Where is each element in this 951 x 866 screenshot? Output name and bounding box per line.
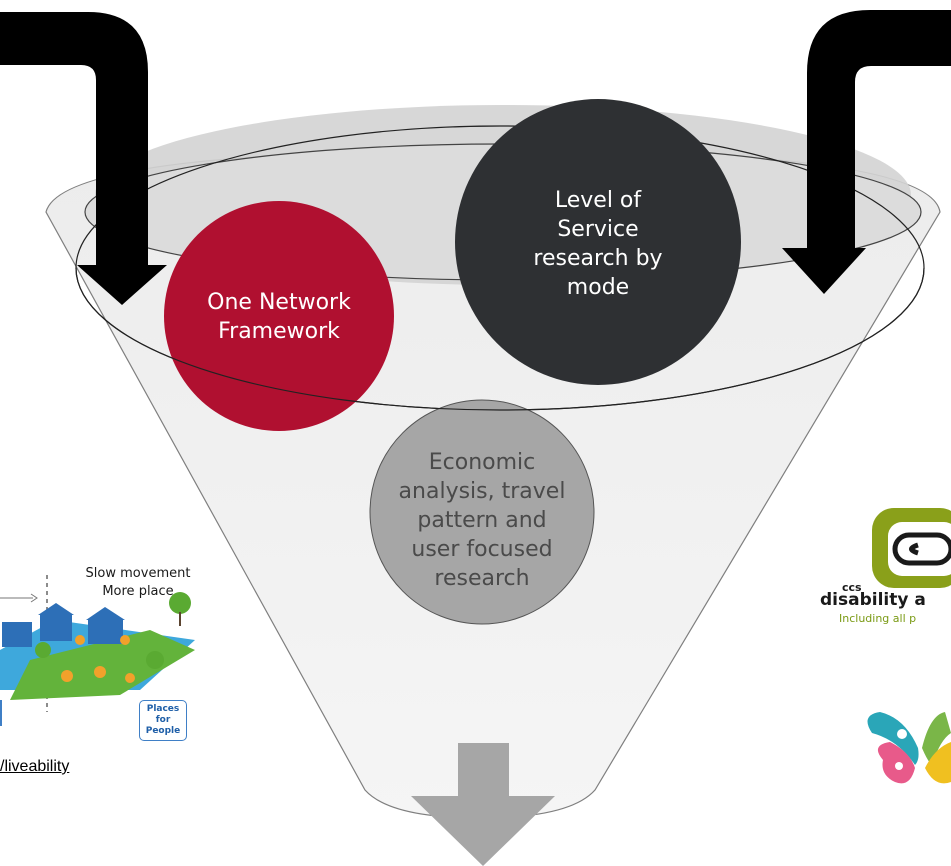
- left-card-illustration: [0, 575, 195, 726]
- output-arrow: [411, 743, 555, 866]
- circle-economic-line-5: research: [434, 566, 530, 591]
- right-input-arrow: [782, 10, 951, 294]
- circle-level-of-service: [455, 99, 741, 385]
- ccs-logo-mark: [872, 508, 951, 588]
- circle-economic-line-1: Economic: [428, 450, 536, 475]
- rim-overlay: [75, 267, 925, 411]
- left-card-heading-line-1: Slow movement: [85, 566, 191, 581]
- circle-one-network-line-1: One Network: [207, 290, 351, 315]
- circle-one-network: [164, 201, 394, 431]
- badge-line-1: Places for: [146, 704, 180, 725]
- ccs-main-text: disability a: [820, 590, 926, 610]
- circle-level-of-service-label: Level of Service research by mode: [513, 186, 683, 302]
- circle-economic-line-2: analysis, travel: [398, 479, 566, 504]
- circle-economic-label: Economic analysis, travel pattern and us…: [387, 448, 577, 593]
- circle-economic: [369, 399, 595, 625]
- left-card-heading: Slow movement More place: [68, 565, 208, 601]
- liveability-link[interactable]: /liveability: [0, 758, 70, 775]
- butterfly-logo: [867, 712, 951, 784]
- circle-level-line-1: Level of: [554, 188, 642, 213]
- left-input-arrow: [0, 12, 167, 305]
- ccs-tagline-text: Including all p: [839, 612, 917, 625]
- places-for-people-badge: Places for People: [139, 700, 187, 741]
- circle-level-line-2: Service: [557, 217, 639, 242]
- circle-economic-line-4: user focused: [411, 537, 553, 562]
- left-card-heading-line-2: More place: [102, 584, 174, 599]
- ccs-small-text: ccs: [842, 581, 862, 594]
- circle-one-network-label: One Network Framework: [194, 288, 364, 346]
- circle-level-line-3: research by: [533, 246, 663, 271]
- circle-level-line-4: mode: [566, 275, 630, 300]
- circle-one-network-line-2: Framework: [218, 319, 340, 344]
- badge-line-2: People: [145, 726, 181, 736]
- circle-economic-line-3: pattern and: [417, 508, 547, 533]
